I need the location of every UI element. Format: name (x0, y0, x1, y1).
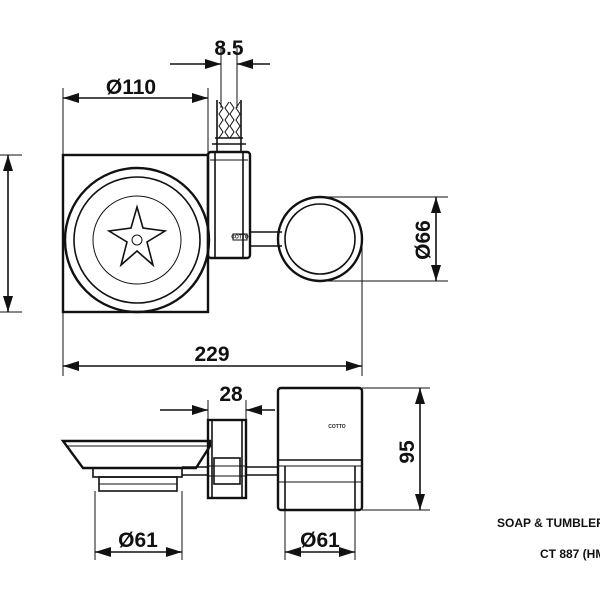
dimension-dish-diameter: Ø110 (62, 76, 209, 155)
product-code: CT 887 (HM (540, 547, 600, 561)
dimension-8-5: 8.5 (170, 37, 270, 108)
dimension-height-label: 95 (396, 440, 419, 464)
dimension-bracket-width: 28 (160, 383, 275, 420)
screw-icon (212, 100, 246, 152)
dimension-height: 95 (362, 387, 430, 511)
plan-tumbler-ring (276, 195, 364, 283)
dimension-tumbler-diameter: Ø66 (320, 196, 448, 282)
product-name: SOAP & TUMBLER H (497, 516, 600, 530)
plan-soap-dish (61, 153, 211, 314)
dimension-dish-diameter-label: Ø110 (106, 76, 156, 99)
title-block: SOAP & TUMBLER H CT 887 (HM (497, 516, 600, 561)
dimension-tumbler-diameter-label: Ø66 (412, 220, 435, 260)
plan-bracket: COTTO (206, 150, 282, 260)
dimension-8-5-label: 8.5 (214, 37, 244, 60)
star-drain-icon (106, 204, 168, 268)
dimension-left-height (0, 154, 22, 313)
elevation-brand-mark: COTTO (328, 424, 346, 430)
dimension-dish-base: Ø61 (94, 491, 183, 560)
plan-brand-mark: COTTO (231, 235, 249, 241)
dimension-overall-length-label: 229 (194, 343, 229, 366)
dimension-tumbler-base: Ø61 (284, 510, 356, 560)
dimension-tumbler-base-label: Ø61 (300, 529, 340, 552)
dimension-bracket-width-label: 28 (219, 383, 243, 406)
elevation-soap-dish (60, 439, 212, 492)
elevation-tumbler: COTTO (276, 386, 364, 512)
dimension-overall-length: 229 (62, 239, 363, 376)
dimension-dish-base-label: Ø61 (118, 529, 158, 552)
elevation-bracket (182, 418, 278, 500)
